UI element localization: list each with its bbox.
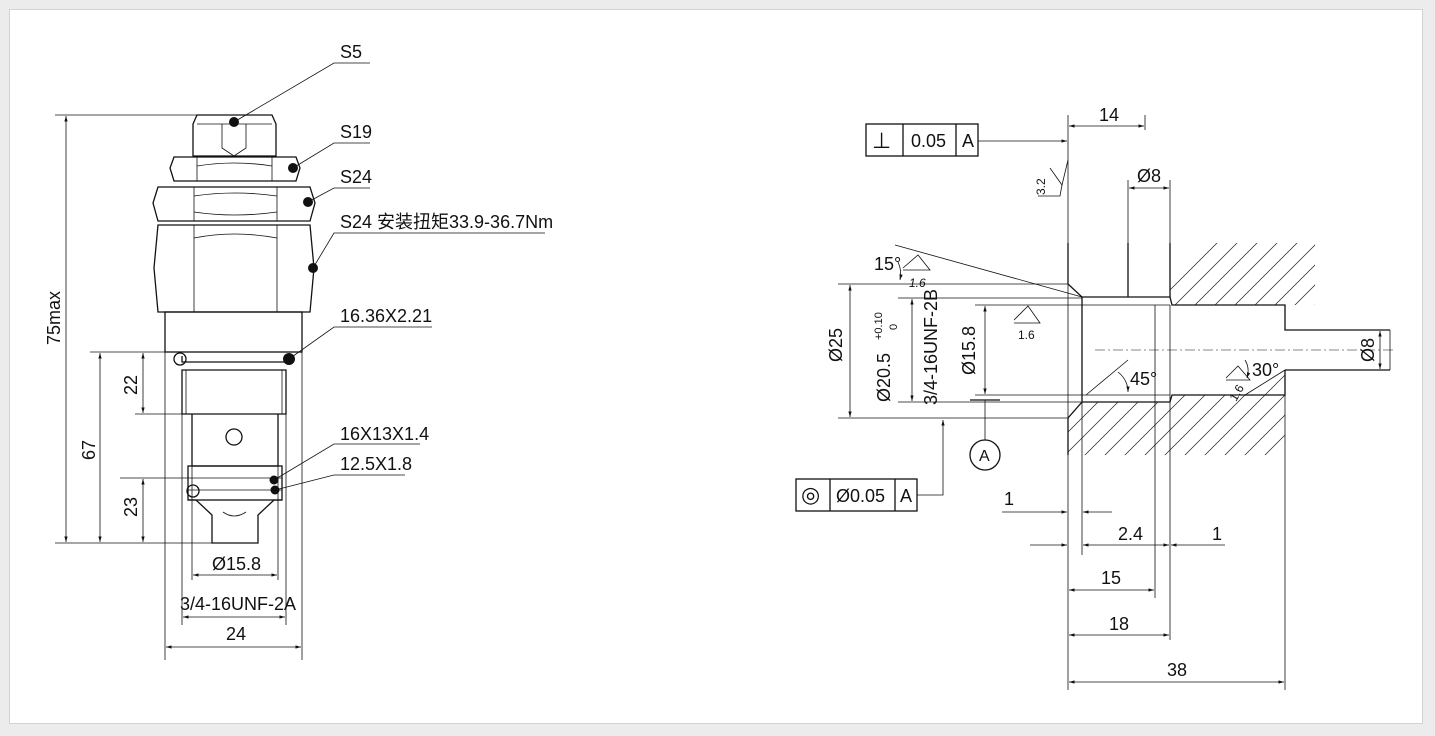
perp-value: 0.05	[911, 131, 946, 151]
dim-22: 22	[121, 375, 141, 395]
dim-dia-15-8: Ø15.8	[212, 554, 261, 574]
label-seal-3: 12.5X1.8	[340, 454, 412, 474]
angle-15: 15°	[874, 254, 901, 274]
side-port	[225, 428, 243, 446]
dim-38: 38	[1167, 660, 1187, 680]
dim-dia-8-right: Ø8	[1358, 338, 1378, 362]
dim-67: 67	[79, 440, 99, 460]
conc-datum: A	[900, 486, 912, 506]
dim-dia-8-top: Ø8	[1137, 166, 1161, 186]
lower-body	[191, 414, 279, 467]
dim-1-right: 1	[1212, 524, 1222, 544]
dim-23: 23	[121, 497, 141, 517]
hex-body	[153, 224, 315, 313]
label-s19: S19	[340, 122, 372, 142]
label-s5: S5	[340, 42, 362, 62]
roughness-1-6-a: 1.6	[909, 276, 926, 290]
right-view	[795, 115, 1435, 690]
dim-thread-2a: 3/4-16UNF-2A	[180, 594, 296, 614]
conc-symbol: ◎	[801, 482, 820, 507]
top-cap	[192, 114, 277, 157]
label-seal-1: 16.36X2.21	[340, 306, 432, 326]
label-s24-torque: S24 安装扭矩33.9-36.7Nm	[340, 212, 553, 232]
angle-30: 30°	[1252, 360, 1279, 380]
dim-18: 18	[1109, 614, 1129, 634]
seal-groove	[187, 465, 283, 501]
dim-24: 24	[226, 624, 246, 644]
left-view	[55, 62, 545, 660]
perpendicularity-frame	[865, 123, 1067, 157]
dim-thread-2b: 3/4-16UNF-2B	[921, 289, 941, 405]
dim-2-4: 2.4	[1118, 524, 1143, 544]
label-seal-2: 16X13X1.4	[340, 424, 429, 444]
dim-dia-20-5: Ø20.5	[874, 353, 894, 402]
concentricity-frame	[795, 420, 945, 512]
perp-symbol: ⊥	[872, 128, 891, 153]
roughness-3-2: 3.2	[1034, 178, 1048, 195]
conc-value: Ø0.05	[836, 486, 885, 506]
dim-15: 15	[1101, 568, 1121, 588]
dim-1-left: 1	[1004, 489, 1014, 509]
dim-14: 14	[1099, 105, 1119, 125]
collar	[164, 311, 303, 353]
hex-s24	[152, 186, 316, 222]
perp-datum: A	[962, 131, 974, 151]
angle-45: 45°	[1130, 369, 1157, 389]
roughness-1-6-b: 1.6	[1018, 328, 1035, 342]
dim-tol-upper: +0.10	[873, 312, 885, 340]
label-s24: S24	[340, 167, 372, 187]
hatch-line	[1420, 230, 1435, 460]
dim-dia-15-8-right: Ø15.8	[959, 326, 979, 375]
dim-dia-25: Ø25	[826, 328, 846, 362]
nose	[188, 499, 282, 544]
dim-tol-lower: 0	[888, 324, 900, 330]
hatch-line	[1400, 230, 1435, 460]
thread-section	[181, 356, 287, 415]
datum-a-label: A	[979, 448, 990, 465]
dim-overall-height: 75max	[44, 291, 64, 345]
hex-s19	[169, 156, 301, 182]
